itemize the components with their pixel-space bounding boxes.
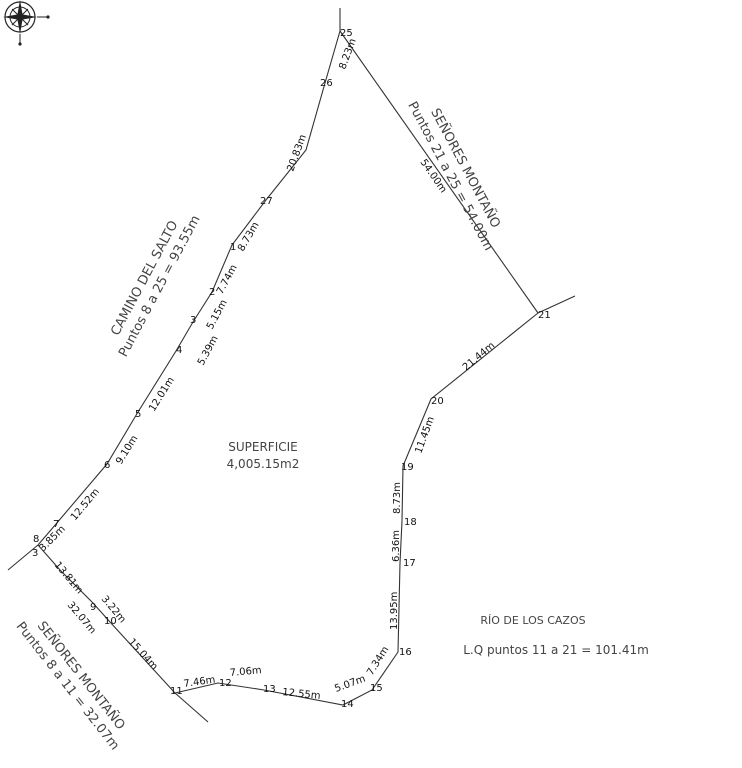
point-label: 26 <box>320 78 333 89</box>
segment-length: 20.83m <box>285 133 308 173</box>
segment-length: 5.07m <box>333 674 367 695</box>
point-label: 21 <box>538 310 551 321</box>
point-label: 2 <box>209 287 215 298</box>
point-label: 9 <box>90 602 96 613</box>
area-value: 4,005.15m2 <box>227 457 300 471</box>
point-label: 5 <box>135 409 141 420</box>
point-labels: 25 26 27 1 2 3 4 5 6 7 8 3 9 10 11 12 13… <box>32 28 551 710</box>
segment-length: 7.46m <box>183 675 216 690</box>
montano-ne-label: SEÑORES MONTAÑO Puntos 21 a 25 = 54.00m <box>404 99 503 253</box>
segment-length: 13.95m <box>389 592 400 630</box>
point-label: 20 <box>431 396 444 407</box>
river-edge <box>174 312 539 706</box>
point-label: 8 <box>33 534 39 545</box>
segment-length: 7.34m <box>365 645 391 678</box>
point-label: 3 <box>190 315 196 326</box>
segment-length: 11.45m <box>413 415 436 455</box>
segment-length: 13.81m <box>52 560 85 596</box>
segment-length: 6.36m <box>391 530 402 562</box>
segment-length: 8.73m <box>392 482 403 514</box>
point-label: 16 <box>399 647 412 658</box>
segment-length: 5.15m <box>205 298 230 331</box>
area-label: SUPERFICIE 4,005.15m2 <box>227 440 300 471</box>
point-label: 27 <box>260 196 273 207</box>
segment-length: 12.01m <box>147 375 177 413</box>
point-label: 25 <box>340 28 353 39</box>
segment-length: 7.74m <box>215 263 240 296</box>
point-label: 10 <box>104 616 117 627</box>
compass-rose-icon <box>3 0 50 46</box>
montano-sw-detail: Puntos 8 a 11 = 32.07m <box>13 619 122 753</box>
point-label: 15 <box>370 683 383 694</box>
rio-name: RÍO DE LOS CAZOS <box>480 614 585 627</box>
segment-length: 7.06m <box>229 665 262 679</box>
west-extension <box>7 544 39 571</box>
point-label: 6 <box>104 460 110 471</box>
point-label: 7 <box>53 519 59 530</box>
point-label: 3 <box>32 548 38 559</box>
east-extension <box>537 295 576 314</box>
segment-length: 8.73m <box>236 220 262 253</box>
rio-label: RÍO DE LOS CAZOS L.Q puntos 11 a 21 = 10… <box>463 614 649 657</box>
point-label: 14 <box>341 699 354 710</box>
segment-length: 9.10m <box>114 434 140 467</box>
property-boundary <box>7 8 576 723</box>
point-label: 13 <box>263 684 276 695</box>
camino-edge <box>37 30 341 546</box>
area-title: SUPERFICIE <box>228 440 298 454</box>
montano-ne-edge <box>339 30 539 314</box>
point-label: 1 <box>230 242 236 253</box>
rio-detail: L.Q puntos 11 a 21 = 101.41m <box>463 643 649 657</box>
point-label: 18 <box>404 517 417 528</box>
point-label: 19 <box>401 462 414 473</box>
point-label: 17 <box>403 558 416 569</box>
point-label: 11 <box>170 686 183 697</box>
segment-length: 15.04m <box>126 637 160 673</box>
segment-length: 12.52m <box>69 486 102 522</box>
segment-length: 5.39m <box>196 334 221 367</box>
point-label: 12 <box>219 678 232 689</box>
camino-label: CAMINO DEL SALTO Puntos 8 a 25 = 93.55m <box>108 213 203 360</box>
segment-length: 21.44m <box>461 340 497 373</box>
segment-length: 12.55m <box>282 687 321 702</box>
point-label: 4 <box>176 345 182 356</box>
montano-sw-edge <box>37 544 176 694</box>
southwest-extension <box>174 692 209 723</box>
